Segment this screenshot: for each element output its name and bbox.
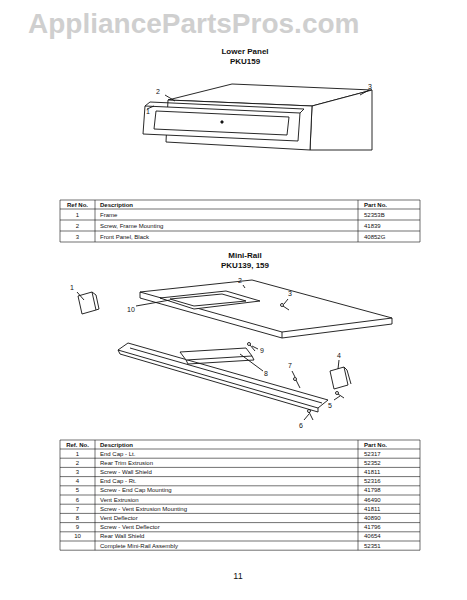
table-rule [420,200,421,242]
page-number: 11 [233,572,242,581]
table-header: Description [100,202,133,208]
table-cell: 10 [74,533,81,539]
table-rule [60,231,420,232]
table-cell: 5 [76,487,79,493]
callout-number: 2 [156,88,160,95]
table-cell: End Cap - Rt. [100,478,136,484]
table-cell: Screw - Vent Deflector [100,524,160,530]
table-cell: 2 [76,223,79,229]
table-rule [60,513,420,514]
table-cell: 41811 [364,506,380,512]
model-number: PKU139, 159 [221,262,269,270]
table-cell: 41798 [364,487,381,493]
table-cell: 52351 [364,543,381,549]
table-cell: 9 [76,524,79,530]
table-cell: 40654 [364,533,381,539]
table-cell: 41811 [364,469,380,475]
callout-number: 3 [288,290,292,297]
table-rule [60,209,420,210]
table-header: Ref. No. [66,442,89,448]
table-cell: 52317 [364,451,381,457]
callout-number: 2 [238,277,242,284]
table-cell: 52352 [364,460,381,466]
table-cell: 1 [76,212,79,218]
table-rule [60,200,420,201]
callout-number: 1 [146,108,150,115]
table-cell: 52316 [364,478,381,484]
table-rule [60,458,420,459]
table-cell: Vent Deflector [100,515,138,521]
section-title: Lower Panel [221,48,268,56]
table-cell: Rear Wall Shield [100,533,144,539]
section-title: Mini-Rail [228,252,261,260]
table-cell: 41839 [364,223,381,229]
table-cell: 3 [76,469,79,475]
table-cell: 7 [76,506,79,512]
table-rule [60,541,420,542]
table-cell: 4 [76,478,79,484]
callout-number: 10 [127,306,135,313]
table-cell: Screw - Vent Extrusion Mounting [100,506,187,512]
table-rule [60,504,420,505]
table-rule [95,200,96,242]
table-cell: 2 [76,460,79,466]
table-rule [358,200,359,242]
table-cell: 6 [76,497,79,503]
table-cell: 52353B [364,212,385,218]
callout-number: 4 [337,352,341,359]
table-cell: Frame [100,212,117,218]
callout-number: 9 [260,347,264,354]
table-rule [60,449,420,450]
table-rule [60,200,61,242]
callout-number: 7 [288,362,292,369]
table-cell: 1 [76,451,79,457]
table-header: Description [100,442,133,448]
table-cell: Front Panel, Black [100,234,149,240]
table-header: Part No. [364,202,387,208]
table-cell: 40852G [364,234,385,240]
table-rule [60,522,420,523]
table-rule [60,476,420,477]
table-rule [60,440,420,441]
table-cell: Rear Trim Extrusion [100,460,153,466]
table-cell: Screw, Frame Mounting [100,223,163,229]
table-cell: Screw - End Cap Mounting [100,487,172,493]
table-cell: 41796 [364,524,381,530]
callout-number: 6 [299,422,303,429]
table-rule [60,485,420,486]
table-cell: 46490 [364,497,381,503]
callout-number: 5 [328,402,332,409]
table-rule [60,467,420,468]
table-cell: 3 [76,234,79,240]
callout-number: 1 [70,284,74,291]
table-cell: End Cap - Lt. [100,451,135,457]
model-number: PKU159 [230,58,260,66]
table-cell: 8 [76,515,79,521]
watermark: AppliancePartsPros.com [28,10,359,38]
table-rule [60,220,420,221]
table-header: Ref No. [67,202,88,208]
callout-number: 8 [264,370,268,377]
table-rule [60,495,420,496]
table-cell: Vent Extrusion [100,497,139,503]
table-rule [60,242,420,243]
table-rule [60,531,420,532]
callout-number: 3 [368,83,372,90]
table-header: Part No. [364,442,387,448]
table-cell: 40890 [364,515,381,521]
table-cell: Screw - Wall Shield [100,469,152,475]
table-cell: Complete Mini-Rail Assembly [100,543,178,549]
table-rule [60,550,420,551]
